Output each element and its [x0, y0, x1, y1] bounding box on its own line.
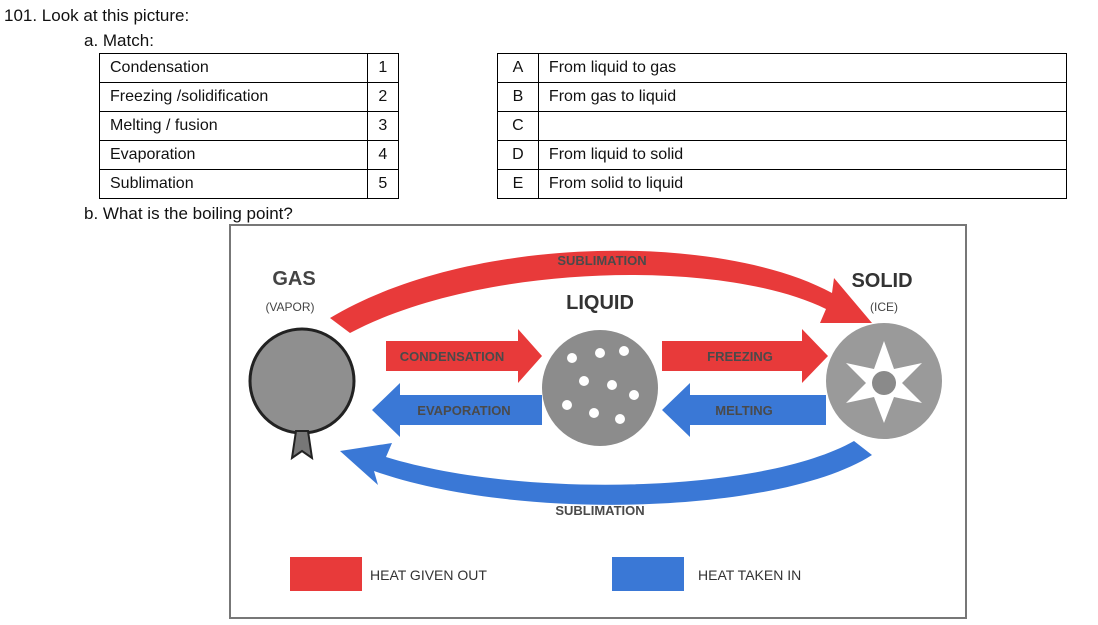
number-cell: 1	[366, 53, 400, 83]
term-cell: Evaporation	[99, 140, 368, 170]
states-of-matter-diagram: SUBLIMATION SUBLIMATION GAS (VAPOR) LIQU…	[229, 224, 967, 619]
description-cell: From solid to liquid	[537, 169, 1068, 199]
legend-blue-swatch	[612, 557, 684, 591]
freezing-label: FREEZING	[707, 349, 773, 364]
part-b-label: b. What is the boiling point?	[84, 204, 293, 223]
letter-cell: E	[497, 169, 539, 199]
evaporation-label: EVAPORATION	[417, 403, 510, 418]
legend-heat-out-label: HEAT GIVEN OUT	[370, 567, 487, 583]
term-cell: Melting / fusion	[99, 111, 368, 141]
condensation-label: CONDENSATION	[400, 349, 504, 364]
freezing-arrow	[662, 329, 828, 383]
letter-cell: C	[497, 111, 539, 141]
legend-red-swatch	[290, 557, 362, 591]
number-cell: 2	[366, 82, 400, 112]
number-cell: 5	[366, 169, 400, 199]
number-cell: 3	[366, 111, 400, 141]
liquid-droplets	[542, 330, 658, 446]
gas-sub-label: (VAPOR)	[265, 300, 314, 314]
description-cell: From liquid to solid	[537, 140, 1068, 170]
solid-label: SOLID	[851, 270, 912, 292]
sublimation-bottom-label: SUBLIMATION	[555, 503, 644, 518]
ice-crystal	[826, 323, 942, 439]
number-cell: 4	[366, 140, 400, 170]
melting-label: MELTING	[715, 403, 773, 418]
legend-heat-in-label: HEAT TAKEN IN	[698, 567, 801, 583]
table-row: C	[497, 111, 1068, 141]
description-cell: From gas to liquid	[537, 82, 1068, 112]
term-cell: Freezing /solidification	[99, 82, 368, 112]
sublimation-top-arrow	[330, 250, 872, 333]
sublimation-top-label: SUBLIMATION	[557, 253, 646, 268]
liquid-label: LIQUID	[566, 292, 634, 314]
term-cell: Condensation	[99, 53, 368, 83]
question-title: 101. Look at this picture:	[4, 6, 190, 25]
evaporation-arrow	[372, 383, 542, 437]
letter-cell: A	[497, 53, 539, 83]
gas-label: GAS	[272, 268, 315, 290]
description-cell	[537, 111, 1068, 141]
sublimation-bottom-arrow	[340, 441, 872, 505]
description-cell: From liquid to gas	[537, 53, 1068, 83]
letter-cell: D	[497, 140, 539, 170]
gas-balloon	[248, 327, 356, 461]
letter-cell: B	[497, 82, 539, 112]
condensation-arrow	[386, 329, 542, 383]
solid-sub-label: (ICE)	[870, 300, 898, 314]
melting-arrow	[662, 383, 826, 437]
term-cell: Sublimation	[99, 169, 368, 199]
part-a-label: a. Match:	[84, 31, 154, 50]
